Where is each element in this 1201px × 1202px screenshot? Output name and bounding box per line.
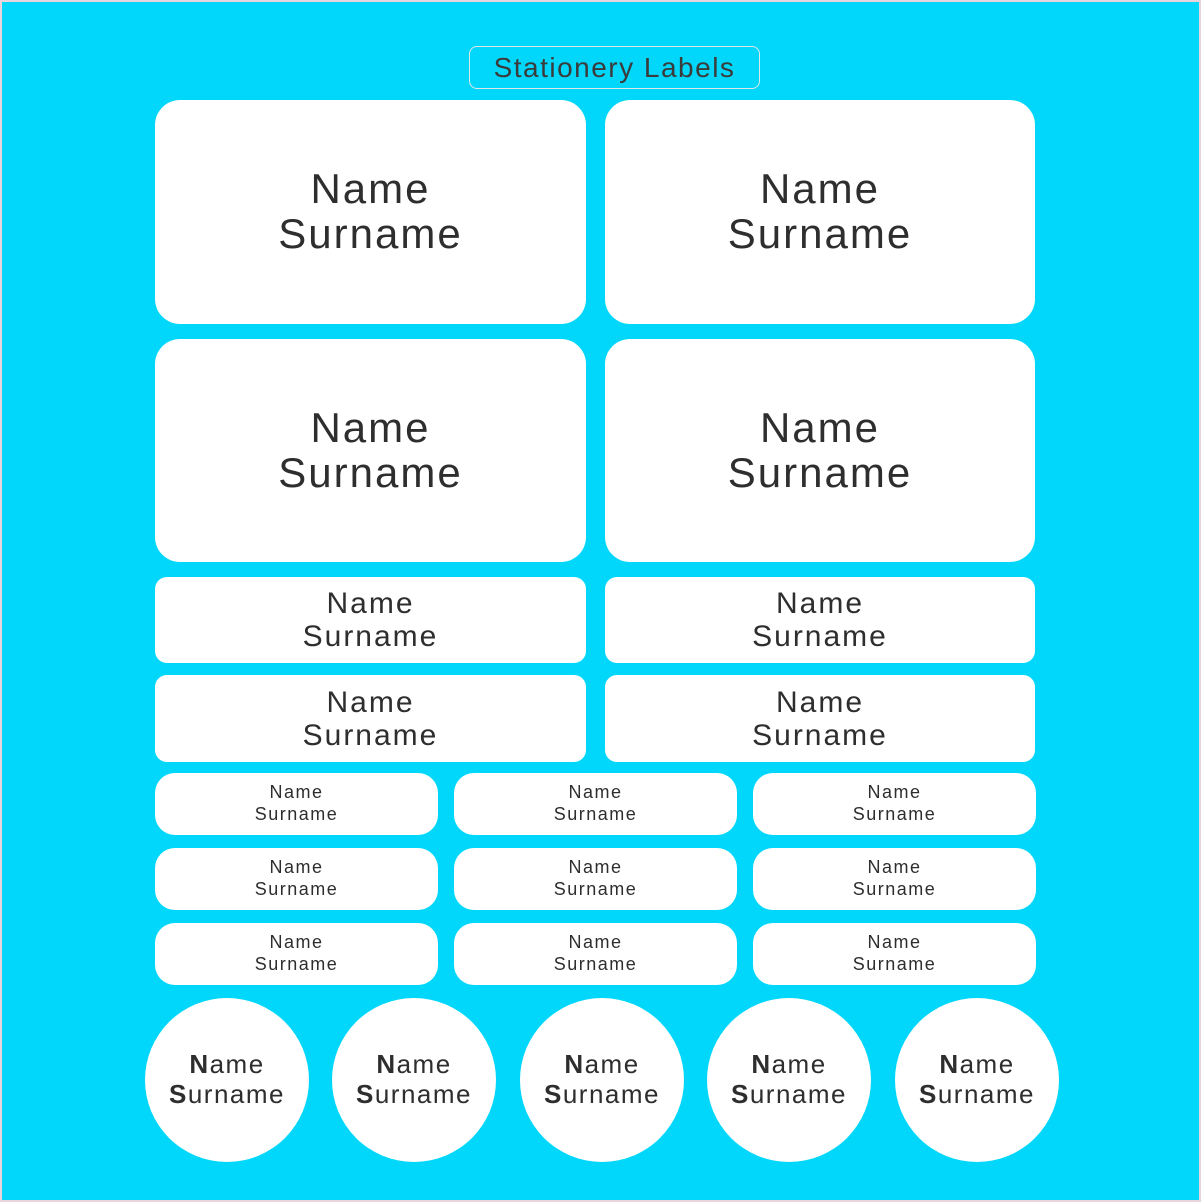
label-large-4[interactable]: Name Surname	[605, 339, 1035, 562]
label-small-1[interactable]: Name Surname	[155, 773, 438, 835]
label-small-6[interactable]: Name Surname	[753, 848, 1036, 910]
label-surname-line: Surname	[169, 1079, 285, 1109]
label-name-line: Name	[751, 1049, 827, 1080]
label-round-3[interactable]: Name Surname	[520, 998, 684, 1162]
label-round-4[interactable]: Name Surname	[707, 998, 871, 1162]
label-name-line: Name	[326, 685, 415, 719]
label-large-3[interactable]: Name Surname	[155, 339, 586, 562]
label-small-9[interactable]: Name Surname	[753, 923, 1036, 985]
label-name-line: Name	[867, 782, 922, 803]
label-small-2[interactable]: Name Surname	[454, 773, 737, 835]
label-name-line: Name	[310, 165, 431, 213]
label-surname-line: Surname	[553, 879, 638, 899]
label-small-8[interactable]: Name Surname	[454, 923, 737, 985]
label-name-line: Name	[568, 932, 623, 953]
label-surname-line: Surname	[544, 1079, 660, 1109]
label-name-line: Name	[326, 587, 415, 620]
label-surname-line: Surname	[727, 210, 913, 257]
label-round-5[interactable]: Name Surname	[895, 998, 1059, 1162]
label-name-line: Name	[310, 403, 431, 451]
label-name-line: Name	[564, 1049, 640, 1080]
label-small-7[interactable]: Name Surname	[155, 923, 438, 985]
label-surname-line: Surname	[919, 1079, 1035, 1109]
label-round-2[interactable]: Name Surname	[332, 998, 496, 1162]
sheet-title-box[interactable]: Stationery Labels	[469, 46, 760, 89]
label-large-1[interactable]: Name Surname	[155, 100, 586, 324]
label-medium-4[interactable]: Name Surname	[605, 675, 1035, 762]
label-surname-line: Surname	[553, 804, 638, 824]
label-round-1[interactable]: Name Surname	[145, 998, 309, 1162]
label-surname-line: Surname	[254, 954, 339, 974]
label-name-line: Name	[376, 1049, 452, 1080]
label-name-line: Name	[939, 1049, 1015, 1080]
label-surname-line: Surname	[254, 804, 339, 824]
label-surname-line: Surname	[731, 1079, 847, 1109]
label-name-line: Name	[759, 165, 881, 213]
label-surname-line: Surname	[278, 448, 463, 496]
label-medium-1[interactable]: Name Surname	[155, 577, 586, 663]
label-name-line: Name	[759, 403, 881, 451]
label-surname-line: Surname	[752, 620, 888, 653]
label-name-line: Name	[775, 685, 865, 719]
label-surname-line: Surname	[356, 1079, 472, 1109]
label-surname-line: Surname	[852, 804, 937, 824]
label-surname-line: Surname	[254, 879, 339, 899]
label-surname-line: Surname	[278, 210, 463, 257]
label-name-line: Name	[568, 782, 623, 803]
label-surname-line: Surname	[302, 620, 439, 653]
label-surname-line: Surname	[752, 718, 888, 752]
sheet-title: Stationery Labels	[493, 51, 736, 83]
label-name-line: Name	[568, 857, 623, 878]
label-name-line: Name	[775, 587, 865, 620]
label-large-2[interactable]: Name Surname	[605, 100, 1035, 324]
label-name-line: Name	[189, 1049, 265, 1080]
label-name-line: Name	[269, 782, 324, 803]
label-name-line: Name	[867, 932, 922, 953]
label-surname-line: Surname	[852, 954, 937, 974]
label-name-line: Name	[269, 857, 324, 878]
label-name-line: Name	[867, 857, 922, 878]
label-name-line: Name	[269, 932, 324, 953]
label-surname-line: Surname	[302, 718, 439, 752]
label-medium-3[interactable]: Name Surname	[155, 675, 586, 762]
label-small-4[interactable]: Name Surname	[155, 848, 438, 910]
label-surname-line: Surname	[727, 448, 913, 496]
label-small-3[interactable]: Name Surname	[753, 773, 1036, 835]
label-medium-2[interactable]: Name Surname	[605, 577, 1035, 663]
label-surname-line: Surname	[852, 879, 937, 899]
label-surname-line: Surname	[553, 954, 638, 974]
label-small-5[interactable]: Name Surname	[454, 848, 737, 910]
